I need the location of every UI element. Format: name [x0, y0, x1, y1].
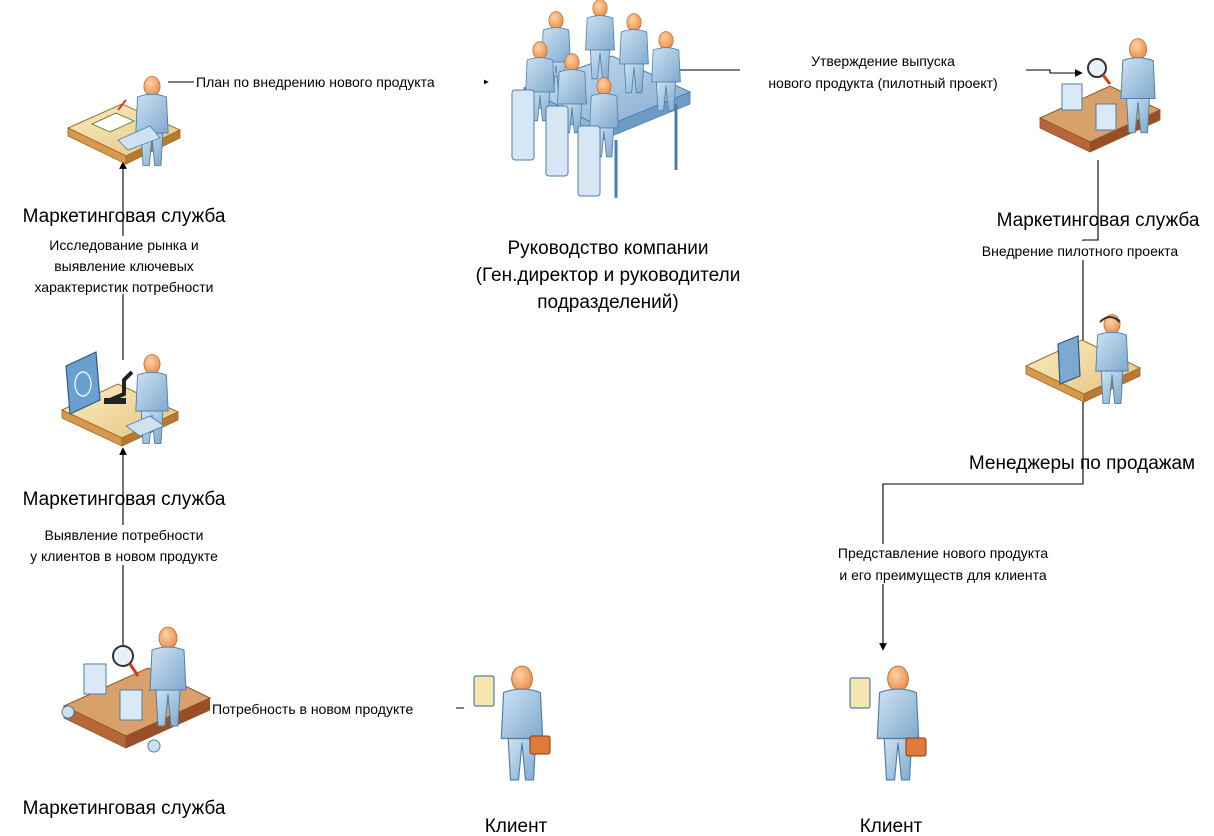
edge-labels: План по внедрению нового продукта Утверж… — [10, 50, 1202, 718]
sales-manager-computer-icon — [1024, 313, 1142, 404]
conveyor-inspector-icon-top — [1038, 38, 1162, 153]
node-label-board-1: Руководство компании — [507, 238, 708, 259]
node-label-marketing-pilot: Маркетинговая служба — [997, 210, 1200, 231]
node-label-board-2: (Ген.директор и руководители — [476, 265, 741, 286]
node-label-marketing-research: Маркетинговая служба — [23, 489, 226, 510]
edge-label-client-need: Потребность в новом продукте — [212, 701, 413, 717]
node-label-marketing-needs: Маркетинговая служба — [23, 798, 226, 819]
board-meeting-icon — [511, 0, 692, 198]
edge-pilot-line — [1079, 160, 1099, 353]
node-label-sales-managers: Менеджеры по продажам — [969, 453, 1195, 474]
client-icon-right — [849, 665, 927, 781]
node-label-client-left: Клиент — [485, 816, 548, 836]
edge-label-need-1: Выявление потребности — [45, 527, 204, 543]
edge-label-approval-2: нового продукта (пилотный проект) — [768, 75, 997, 91]
edge-label-presentation-1: Представление нового продукта — [838, 545, 1048, 561]
edge-label-pilot: Внедрение пилотного проекта — [982, 243, 1179, 259]
node-labels: Маркетинговая служба Руководство компани… — [23, 206, 1200, 836]
node-label-marketing-planning: Маркетинговая служба — [23, 206, 226, 227]
edge-label-research-2: выявление ключевых — [54, 258, 194, 274]
researcher-microscope-icon — [60, 351, 180, 447]
edge-label-research-1: Исследование рынка и — [49, 237, 198, 253]
node-label-client-right: Клиент — [860, 816, 923, 836]
edge-label-need-2: у клиентов в новом продукте — [30, 548, 218, 564]
conveyor-inspector-icon-bottom — [61, 626, 212, 753]
edge-label-presentation-2: и его преимуществ для клиента — [839, 567, 1046, 583]
edge-label-research-3: характеристик потребности — [34, 279, 213, 295]
edge-presentation-line — [879, 395, 1084, 651]
writer-at-desk-icon — [66, 75, 182, 166]
connectors — [119, 69, 1099, 712]
node-label-board-3: подразделений) — [537, 292, 678, 313]
edge-label-approval-1: Утверждение выпуска — [811, 53, 955, 69]
edge-label-plan: План по внедрению нового продукта — [196, 74, 435, 90]
client-icon-left — [473, 665, 551, 781]
